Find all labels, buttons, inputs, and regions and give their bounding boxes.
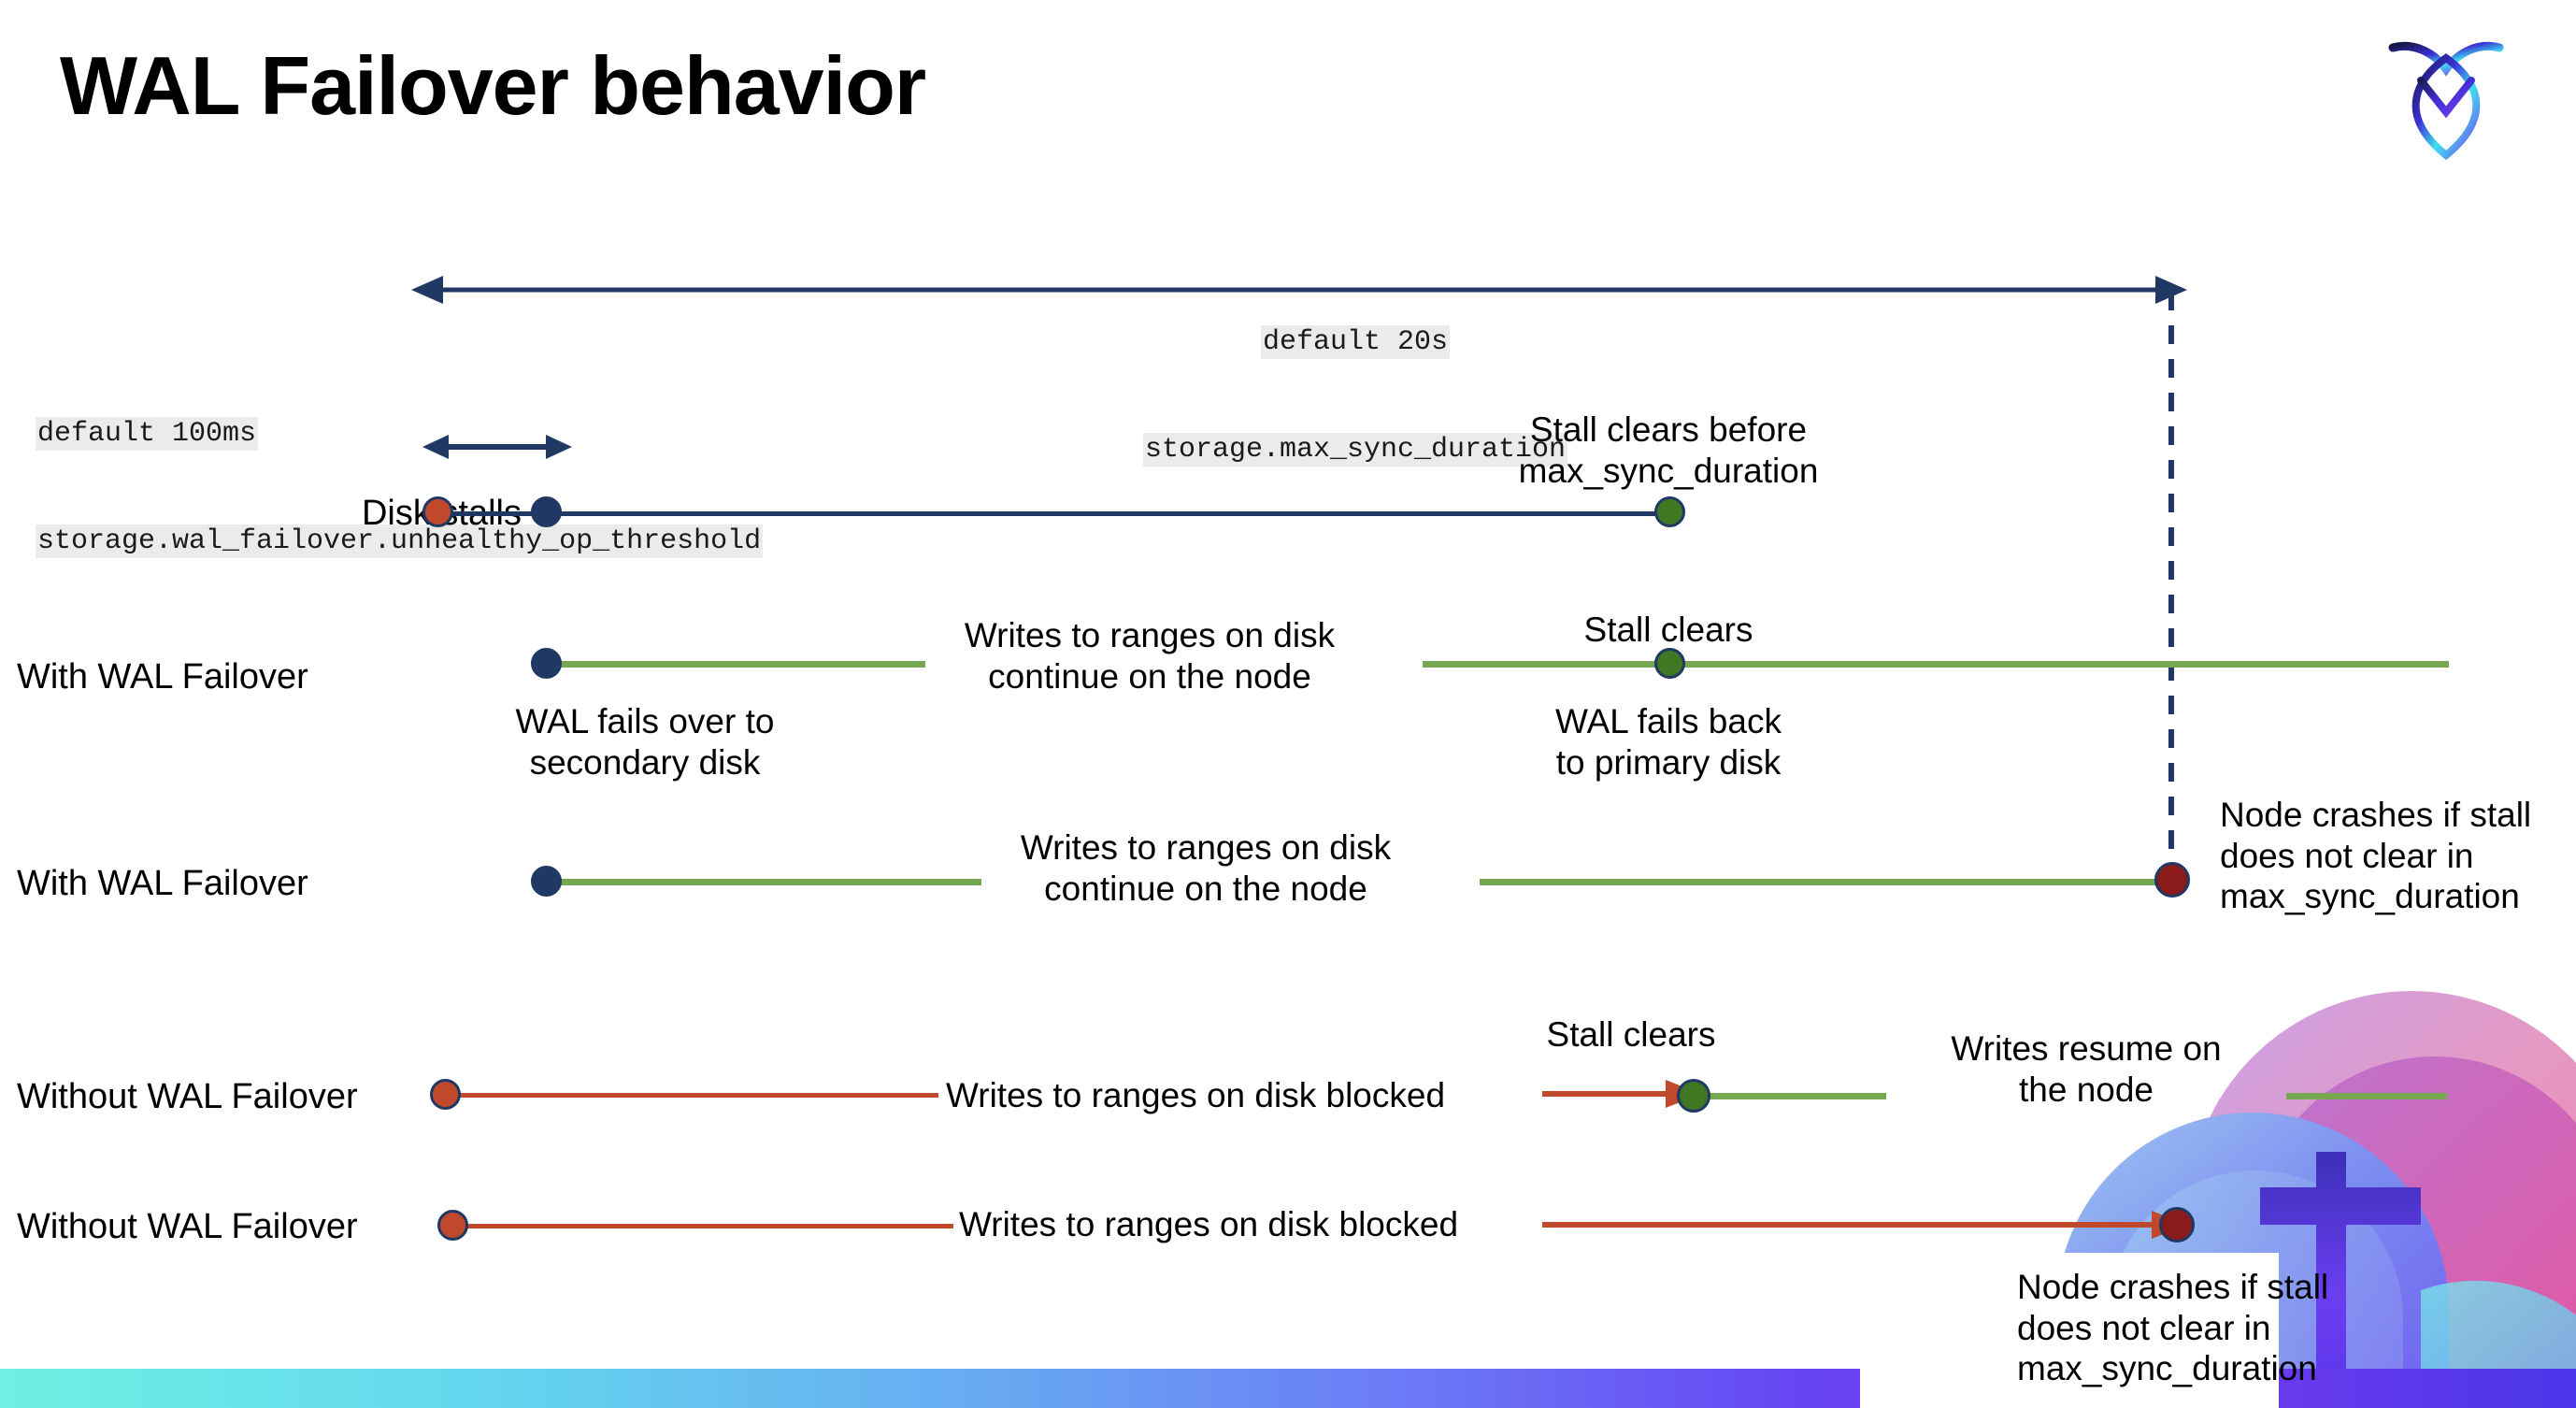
- wal-failover-start-marker-row2: [531, 648, 562, 679]
- callout-writes-resume-row4: Writes resume on the node: [1951, 1029, 2222, 1109]
- with-wal-failover-timeline-seg1: [542, 661, 925, 668]
- callout-node-crashes-row5: Node crashes if stall does not clear in …: [2017, 1268, 2329, 1388]
- disk-stalls-timeline: [439, 511, 1669, 516]
- unhealthy-op-threshold-arrow: [422, 432, 572, 462]
- page-title: WAL Failover behavior: [60, 39, 926, 132]
- callout-wal-fails-back: WAL fails back to primary disk: [1555, 702, 1782, 782]
- callout-writes-blocked-row4: Writes to ranges on disk blocked: [946, 1076, 1446, 1114]
- callout-stall-clears-row2: Stall clears: [1583, 611, 1753, 649]
- unhealthy-op-threshold-annotation: default 100ms storage.wal_failover.unhea…: [36, 344, 811, 631]
- unhealthy-op-setting: storage.wal_failover.unhealthy_op_thresh…: [36, 524, 764, 558]
- node-crash-marker-row3: [2154, 862, 2190, 898]
- disk-stall-clear-marker: [1654, 496, 1685, 527]
- max-sync-setting: storage.max_sync_duration: [1142, 432, 1568, 467]
- callout-stall-clears-before: Stall clears before max_sync_duration: [1518, 410, 1819, 490]
- disk-stall-start-marker: [422, 496, 453, 527]
- callout-writes-blocked-row5: Writes to ranges on disk blocked: [959, 1205, 1459, 1243]
- without-wal-failover-blocked-timeline-row5: [464, 1224, 953, 1228]
- wal-failover-trigger-marker: [531, 496, 562, 527]
- callout-node-crashes-row3: Node crashes if stall does not clear in …: [2220, 796, 2532, 916]
- with-wal-failover-crash-timeline-seg2: [1480, 879, 2173, 885]
- disk-stall-start-marker-row5: [437, 1210, 468, 1241]
- without-wal-failover-blocked-timeline: [458, 1093, 938, 1098]
- node-crash-caption-card: [1860, 1253, 2279, 1408]
- callout-wal-fails-over: WAL fails over to secondary disk: [515, 702, 775, 782]
- with-wal-failover-crash-timeline-seg1: [542, 879, 981, 885]
- row-label-without-wal-failover-2: Without WAL Failover: [17, 1207, 358, 1246]
- max-sync-duration-arrow: [411, 271, 2187, 309]
- disk-stall-start-marker-row4: [430, 1079, 461, 1110]
- without-wal-failover-crash-arrow-row5: [1542, 1210, 2187, 1240]
- callout-writes-continue-row2: Writes to ranges on disk continue on the…: [964, 616, 1336, 696]
- wal-failover-start-marker-row3: [531, 866, 562, 897]
- max-sync-default: default 20s: [1260, 324, 1451, 359]
- node-crash-marker-row5: [2159, 1207, 2195, 1243]
- stall-clear-marker-row2: [1654, 648, 1685, 679]
- max-sync-duration-annotation: default 20s storage.max_sync_duration: [1028, 252, 1682, 539]
- without-wal-failover-resume-seg1-row4: [1699, 1093, 1886, 1099]
- without-wal-failover-resume-seg2-row4: [2286, 1093, 2447, 1099]
- cockroachdb-logo-icon: [2385, 22, 2507, 163]
- callout-writes-continue-row3: Writes to ranges on disk continue on the…: [1020, 828, 1392, 908]
- row-label-without-wal-failover-1: Without WAL Failover: [17, 1077, 358, 1116]
- row-label-with-wal-failover-2: With WAL Failover: [17, 864, 308, 903]
- unhealthy-op-default: default 100ms: [36, 416, 259, 451]
- callout-stall-clears-row4: Stall clears: [1546, 1015, 1716, 1054]
- stall-clear-marker-row4: [1677, 1079, 1710, 1113]
- row-label-with-wal-failover-1: With WAL Failover: [17, 657, 308, 697]
- max-sync-duration-dropline: [2167, 292, 2176, 877]
- with-wal-failover-timeline-seg2: [1423, 661, 2449, 668]
